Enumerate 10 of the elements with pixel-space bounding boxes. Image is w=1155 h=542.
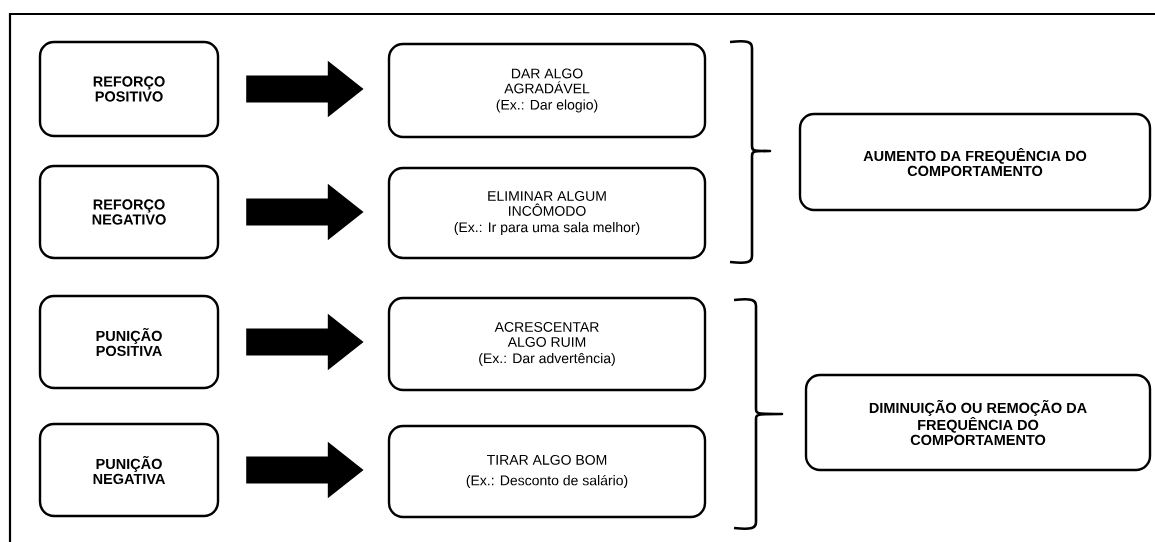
result-box: AUMENTO DA FREQUÊNCIA DO COMPORTAMENTO	[798, 112, 1152, 212]
category-box: REFORÇO NEGATIVO	[38, 164, 220, 260]
action-box: ACRESCENTAR ALGO RUIM (Ex.: Dar advertência)	[387, 296, 707, 392]
action-box: ELIMINAR ALGUM INCÔMODO (Ex.: Ir para uma sala melhor)	[387, 166, 707, 260]
category-box: PUNIÇÃO POSITIVA	[38, 294, 220, 390]
category-box: PUNIÇÃO NEGATIVA	[38, 422, 220, 518]
result-box: DIMINUIÇÃO OU REMOÇÃO DA FREQUÊNCIA DO COMPORTAMENTO	[804, 373, 1152, 472]
category-box: REFORÇO POSITIVO	[38, 40, 220, 138]
action-box: DAR ALGO AGRADÁVEL (Ex.: Dar elogio)	[387, 42, 707, 139]
action-box: TIRAR ALGO BOM (Ex.: Desconto de salário)	[387, 424, 707, 519]
